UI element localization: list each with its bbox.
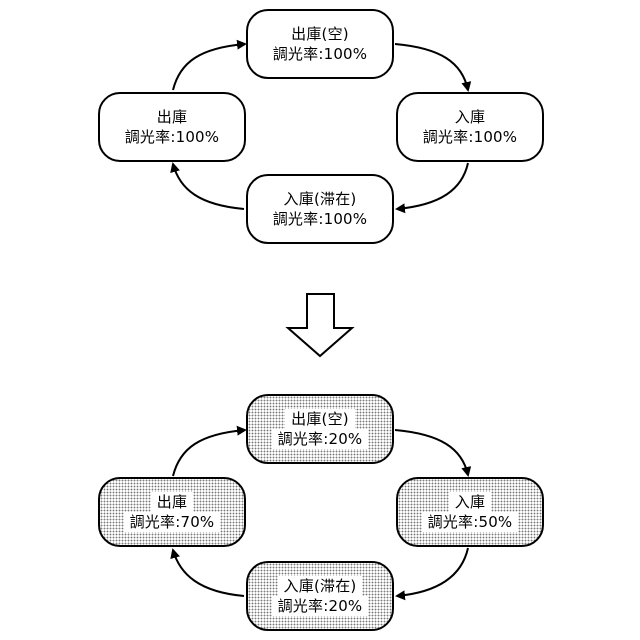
node-rate: 調光率:70% bbox=[124, 512, 221, 532]
node-name: 出庫 bbox=[151, 107, 193, 127]
arrow-right-to-bottom-2 bbox=[397, 548, 468, 596]
after-node-left: 出庫 調光率:70% bbox=[98, 477, 246, 547]
after-node-bottom: 入庫(滞在) 調光率:20% bbox=[246, 561, 394, 631]
transition-down-arrow bbox=[288, 294, 352, 356]
node-rate: 調光率:100% bbox=[417, 127, 524, 147]
arrow-top-to-right bbox=[395, 44, 468, 90]
before-node-right: 入庫 調光率:100% bbox=[396, 92, 544, 162]
node-rate: 調光率:20% bbox=[272, 429, 369, 449]
node-name: 出庫(空) bbox=[285, 409, 355, 429]
node-rate: 調光率:50% bbox=[422, 512, 519, 532]
node-name: 出庫(空) bbox=[285, 24, 355, 44]
arrow-top-to-right-2 bbox=[395, 430, 468, 475]
node-name: 入庫(滞在) bbox=[278, 576, 363, 596]
before-node-left: 出庫 調光率:100% bbox=[98, 92, 246, 162]
node-rate: 調光率:100% bbox=[119, 127, 226, 147]
node-name: 出庫 bbox=[151, 492, 193, 512]
arrow-right-to-bottom bbox=[397, 163, 468, 209]
node-name: 入庫(滞在) bbox=[278, 189, 363, 209]
node-rate: 調光率:100% bbox=[267, 44, 374, 64]
node-name: 入庫 bbox=[449, 492, 491, 512]
arrow-bottom-to-left bbox=[173, 164, 244, 209]
after-node-top: 出庫(空) 調光率:20% bbox=[246, 394, 394, 464]
node-rate: 調光率:100% bbox=[267, 209, 374, 229]
after-node-right: 入庫 調光率:50% bbox=[396, 477, 544, 547]
before-node-bottom: 入庫(滞在) 調光率:100% bbox=[246, 174, 394, 244]
arrow-bottom-to-left-2 bbox=[173, 550, 244, 596]
node-name: 入庫 bbox=[449, 107, 491, 127]
arrow-left-to-top bbox=[173, 44, 245, 90]
node-rate: 調光率:20% bbox=[272, 596, 369, 616]
arrow-left-to-top-2 bbox=[173, 430, 245, 476]
before-node-top: 出庫(空) 調光率:100% bbox=[246, 9, 394, 79]
